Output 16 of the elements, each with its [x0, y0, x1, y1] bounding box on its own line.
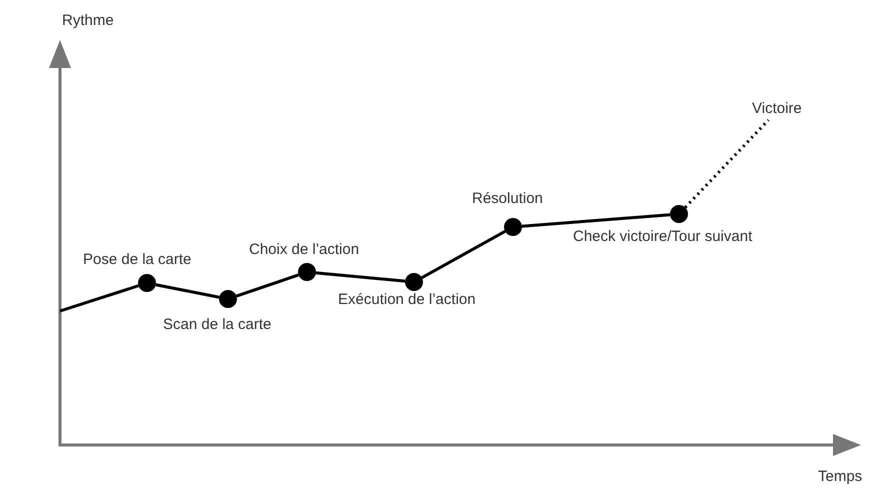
point-label: Scan de la carte	[163, 316, 272, 334]
line-segment	[522, 213, 670, 228]
line-segment	[156, 283, 220, 299]
line-segment	[236, 274, 299, 298]
dotted-line	[684, 118, 770, 209]
point-label: Pose de la carte	[83, 251, 192, 269]
point-label: Choix de l’action	[249, 241, 360, 259]
axis-label: Temps	[818, 468, 862, 486]
point-label: Exécution de l’action	[338, 291, 476, 309]
point-label: Check victoire/Tour suivant	[573, 228, 752, 246]
point-label: Victoire	[752, 100, 804, 120]
point-label: Résolution	[472, 190, 543, 208]
line-segment	[60, 284, 139, 312]
line-segment	[421, 230, 506, 279]
axis-label: Rythme	[62, 12, 114, 30]
line-segment	[316, 271, 406, 283]
